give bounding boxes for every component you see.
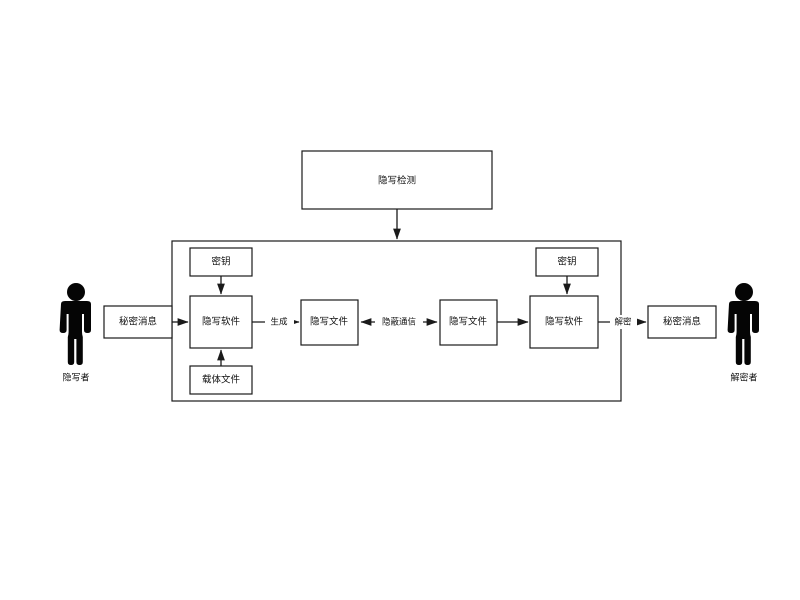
box-stego-file-left-label: 隐写文件 — [310, 316, 349, 328]
box-secret-message-out[interactable] — [647, 305, 717, 339]
receiver-body — [727, 301, 759, 365]
box-stego-file-right-label: 隐写文件 — [449, 316, 488, 328]
sender-head — [67, 283, 85, 301]
box-secret-message-in-label: 秘密消息 — [119, 316, 157, 328]
box-steganalysis-detection-label: 隐写检测 — [378, 175, 416, 187]
box-stego-software-right-label: 隐写软件 — [545, 316, 584, 328]
actor-receiver — [727, 283, 759, 365]
edge-label-generate: 生成 — [270, 317, 288, 328]
box-carrier-file-label: 载体文件 — [202, 374, 241, 386]
box-stego-file-left[interactable] — [300, 299, 359, 346]
box-stego-file-right[interactable] — [439, 299, 498, 346]
receiver-head — [735, 283, 753, 301]
box-stego-software-left-label: 隐写软件 — [202, 316, 241, 328]
box-key-left-label: 密钥 — [211, 256, 230, 268]
actor-sender — [59, 283, 91, 365]
box-key-right-label: 密钥 — [557, 256, 576, 268]
edge-label-generate-bg — [265, 315, 294, 329]
sender-body — [59, 301, 91, 365]
edge-label-covert-channel-bg — [375, 315, 423, 329]
box-secret-message-out-label: 秘密消息 — [663, 316, 701, 328]
actor-receiver-label: 解密者 — [730, 372, 757, 384]
box-carrier-file[interactable] — [189, 365, 253, 395]
box-stego-software-left[interactable] — [189, 295, 253, 349]
edge-label-covert-channel: 隐蔽通信 — [382, 317, 417, 328]
box-stego-software-right[interactable] — [529, 295, 599, 349]
edge-label-decrypt-bg — [610, 315, 637, 329]
box-steganalysis-detection[interactable] — [301, 150, 493, 210]
box-key-right[interactable] — [535, 247, 599, 277]
actor-sender-label: 隐写者 — [62, 372, 89, 384]
edge-label-decrypt: 解密 — [614, 317, 632, 328]
box-key-left[interactable] — [189, 247, 253, 277]
